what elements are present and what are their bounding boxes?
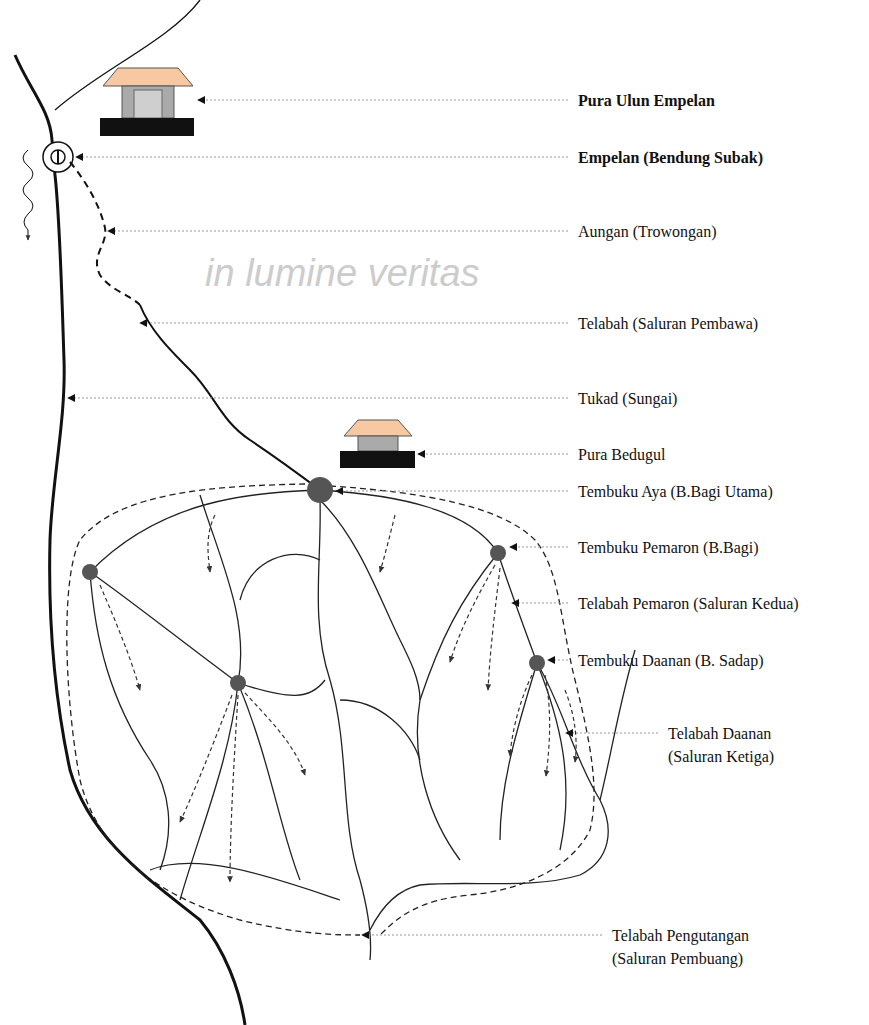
leader-line xyxy=(76,157,568,158)
watermark: in lumine veritas xyxy=(205,251,480,295)
temple-bedugul xyxy=(340,420,415,468)
leader-line xyxy=(68,398,568,399)
river xyxy=(15,0,245,1025)
flow-arrow xyxy=(488,568,500,690)
main-divider xyxy=(307,477,333,503)
temple-base xyxy=(340,451,415,468)
leader-line xyxy=(548,660,568,661)
flow-arrows xyxy=(100,515,576,882)
weir-symbol xyxy=(43,142,73,172)
leader-lines xyxy=(68,100,658,935)
callout-label: Tembuku Daanan (B. Sadap) xyxy=(578,649,764,672)
field-border xyxy=(340,700,420,760)
drain-channel xyxy=(67,484,360,935)
flow-arrow xyxy=(180,695,232,822)
flow-arrow xyxy=(510,675,532,756)
field-border xyxy=(320,500,420,700)
callout-label: Tembuku Aya (B.Bagi Utama) xyxy=(578,480,773,503)
leader-line xyxy=(510,547,568,548)
callout-label: Telabah Pengutangan (Saluran Pembuang) xyxy=(612,924,772,970)
leader-line xyxy=(198,100,568,101)
leader-line xyxy=(512,603,568,604)
leader-line xyxy=(108,231,568,232)
weir-core xyxy=(51,150,65,164)
callout-label: Empelan (Bendung Subak) xyxy=(578,146,763,169)
temple-door xyxy=(134,90,162,118)
temple-roof xyxy=(103,68,193,86)
weir-ring xyxy=(43,142,73,172)
spillway xyxy=(23,150,33,240)
tunnel xyxy=(70,162,140,305)
temple-shrine xyxy=(122,86,174,118)
channel xyxy=(90,490,320,572)
field-border xyxy=(500,663,537,840)
leader-line xyxy=(362,935,602,936)
flow-arrow xyxy=(545,675,550,776)
field-border xyxy=(238,680,325,695)
channel xyxy=(320,490,498,553)
flow-arrow xyxy=(230,695,238,882)
dashed-channels xyxy=(67,484,594,935)
leader-line xyxy=(418,454,568,455)
temple-ulun-empelan xyxy=(100,68,194,136)
divider xyxy=(230,675,246,691)
field-border xyxy=(240,554,320,600)
callout-label: Pura Bedugul xyxy=(578,443,666,466)
temple-base xyxy=(100,118,194,136)
temple-shrine xyxy=(358,436,398,451)
flow-arrow xyxy=(380,515,395,572)
secondary-channel xyxy=(330,486,594,935)
flow-arrow xyxy=(245,693,305,775)
field-border xyxy=(90,572,169,870)
callout-label: Telabah (Saluran Pembawa) xyxy=(578,312,758,335)
temple-roof xyxy=(344,420,412,436)
field-border xyxy=(600,650,635,800)
divider xyxy=(490,545,506,561)
channel xyxy=(498,553,537,663)
divider xyxy=(82,564,98,580)
field-border xyxy=(90,572,238,683)
divider xyxy=(529,655,545,671)
field-border xyxy=(370,663,608,930)
callout-label: Telabah Daanan (Saluran Ketiga) xyxy=(668,722,803,768)
flow-arrow xyxy=(450,565,495,662)
callout-label: Tembuku Pemaron (B.Bagi) xyxy=(578,536,759,559)
leader-line xyxy=(566,733,658,734)
flow-arrow xyxy=(565,690,576,762)
river-bed xyxy=(15,55,245,1025)
callout-label: Pura Ulun Empelan xyxy=(578,89,715,112)
leader-line xyxy=(336,491,568,492)
callout-label: Tukad (Sungai) xyxy=(578,387,677,410)
field-border xyxy=(200,495,241,683)
dividers xyxy=(82,477,545,691)
weir-gate xyxy=(57,150,59,164)
field-border xyxy=(150,863,340,900)
callout-label: Telabah Pemaron (Saluran Kedua) xyxy=(578,592,799,615)
field-border xyxy=(318,500,370,960)
flow-arrow xyxy=(208,515,215,572)
field-network xyxy=(90,490,635,960)
field-border xyxy=(417,553,498,860)
callout-label: Aungan (Trowongan) xyxy=(578,220,717,243)
flow-arrow xyxy=(100,585,140,690)
field-border xyxy=(238,683,300,880)
field-border xyxy=(537,663,566,850)
leader-line xyxy=(140,323,568,324)
